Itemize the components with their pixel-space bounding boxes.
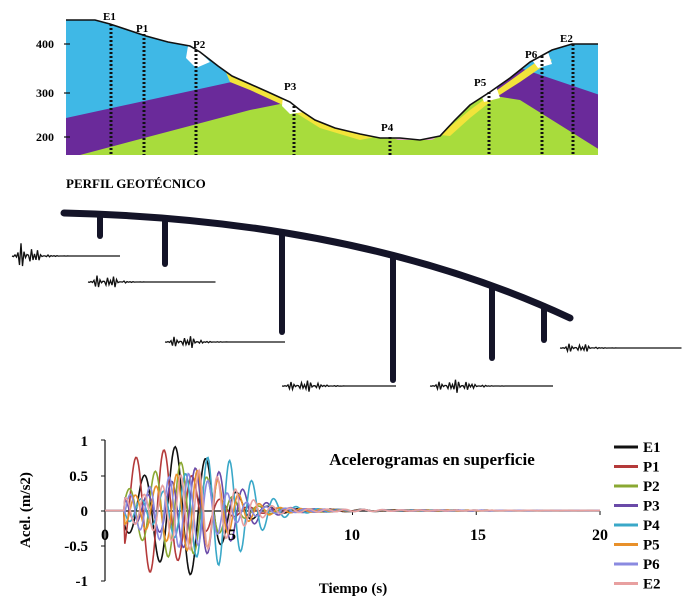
bridge-deck — [60, 209, 574, 322]
geotechnical-profile: 400 300 200 E1 P1 P2 P3 P4 P5 P6 E2 PERF… — [36, 11, 598, 191]
station-label-p3: P3 — [284, 81, 297, 93]
station-label-p2: P2 — [193, 39, 206, 51]
x-tick-labels: 0 5 10 15 20 — [101, 527, 608, 544]
station-label-e2: E2 — [560, 33, 573, 45]
y-tick-label: 1 — [81, 434, 89, 450]
y-tick-label: -0.5 — [64, 539, 88, 555]
elevation-label-200: 200 — [36, 130, 54, 144]
elevation-label-400: 400 — [36, 37, 54, 51]
support-seismogram — [164, 336, 285, 349]
legend-label-p4: P4 — [643, 518, 660, 534]
elevation-label-300: 300 — [36, 86, 54, 100]
x-tick-label: 15 — [470, 527, 486, 544]
terrain-surface — [66, 19, 598, 141]
chart-title: Acelerogramas en superficie — [329, 450, 535, 469]
support-seismogram — [11, 243, 120, 267]
support-seismogram — [87, 275, 216, 288]
station-label-p6: P6 — [525, 49, 538, 61]
support-seismogram — [559, 343, 682, 354]
y-tick-label: 0 — [81, 504, 89, 520]
y-tick-labels: 1 0.5 0 -0.5 -1 — [64, 434, 88, 590]
accelerogram-traces — [105, 445, 601, 576]
x-axis-label: Tiempo (s) — [319, 581, 387, 597]
legend-label-p5: P5 — [643, 538, 660, 554]
y-axis-label: Acel. (m/s2) — [18, 472, 34, 548]
station-labels: E1 P1 P2 P3 P4 P5 P6 E2 — [103, 11, 573, 134]
station-label-p1: P1 — [136, 23, 148, 35]
legend-label-p6: P6 — [643, 557, 660, 573]
station-label-e1: E1 — [103, 11, 116, 23]
support-seismogram — [281, 380, 396, 392]
bridge — [60, 209, 574, 383]
accelerogram-chart: 1 0.5 0 -0.5 -1 0 5 10 15 20 Acel. (m/s2… — [18, 434, 661, 597]
legend-label-p3: P3 — [643, 499, 660, 515]
rock-outcrop-p2 — [186, 46, 210, 68]
y-tick-label: -1 — [76, 574, 89, 590]
y-ticks — [101, 439, 105, 582]
x-tick-label: 0 — [101, 527, 109, 544]
x-tick-label: 20 — [592, 527, 608, 544]
trace-e2 — [105, 468, 600, 552]
boreholes — [109, 24, 575, 155]
profile-title: PERFIL GEOTÉCNICO — [66, 176, 206, 191]
legend-label-e2: E2 — [643, 577, 661, 593]
legend-label-p1: P1 — [643, 460, 660, 476]
support-seismogram — [429, 379, 553, 393]
support-seismograms — [11, 243, 682, 393]
elevation-axis: 400 300 200 — [36, 37, 70, 144]
legend-label-e1: E1 — [643, 440, 661, 456]
x-tick-label: 10 — [344, 527, 360, 544]
station-label-p4: P4 — [381, 122, 394, 134]
legend-label-p2: P2 — [643, 479, 660, 495]
station-label-p5: P5 — [474, 77, 487, 89]
y-tick-label: 0.5 — [69, 469, 88, 485]
x-tick-label: 5 — [228, 527, 236, 544]
